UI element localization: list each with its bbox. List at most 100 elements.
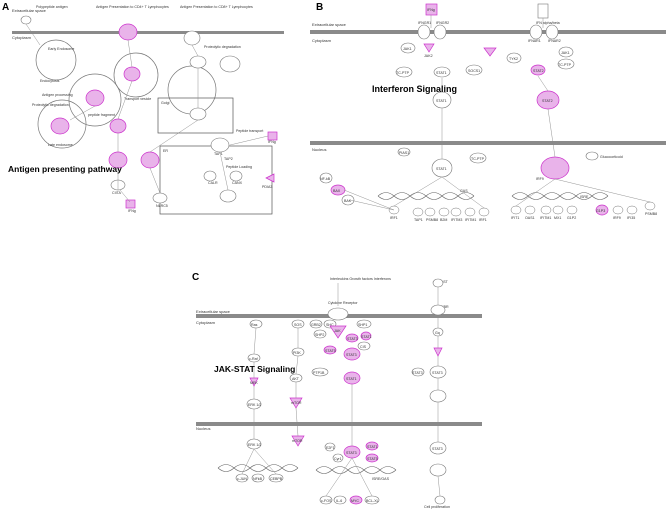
gas-label: GAS [460, 189, 468, 193]
gene-tap1-b [412, 207, 424, 217]
edge-c-21 [253, 448, 277, 475]
nlrc5-label: NLRC5 [156, 204, 168, 208]
edge-a-7 [149, 119, 199, 153]
stat1-dimer-c-label: STAT1 [346, 377, 357, 381]
ifn-alpha-beta-label: IFN alpha/beta [536, 21, 560, 25]
label-peptide-fragment: peptide fragment [88, 113, 115, 117]
edge-a-2 [127, 39, 133, 68]
panel-b-nucleus-label: Nucleus [312, 147, 326, 152]
tap1-label: TAP1 [214, 152, 223, 156]
gene-ifitm1 [540, 205, 552, 215]
stat3-dimer-c-label: STAT3 [346, 353, 357, 357]
proteasome-node [219, 55, 241, 73]
stat3-single-c2 [411, 367, 425, 377]
bak-label: BAK [344, 199, 352, 203]
label-proteolytic-degradation-b: Proteolytic degradation [204, 45, 241, 49]
gene-g1p2-label: G1P2 [567, 216, 576, 220]
gast-node [432, 278, 444, 288]
gene-ifi35 [626, 205, 638, 215]
ifnar1-label: IFNAR1 [528, 39, 541, 43]
panel-a-header-cd8: Antigen Presentation to CD8+ T Lymphocyt… [180, 5, 253, 9]
cis-node [357, 341, 371, 351]
dna-helix-c-right-2 [315, 466, 397, 474]
isre-label: ISRE [580, 195, 589, 199]
nfkb-c-label: NFkB [253, 477, 263, 481]
ifnar1-node [529, 24, 543, 40]
stat1-nuc-c-label: STAT1 [367, 445, 378, 449]
transport-vesicle-a [113, 52, 159, 98]
bak-node [341, 194, 355, 206]
cytokine-receptor-label: Cytokine Receptor [328, 301, 358, 305]
gene-ifitm1-b [464, 207, 476, 217]
stat2-cyt-label: STAT2 [533, 69, 544, 73]
stat3-nuc-dimer-c-label: STAT3 [346, 451, 357, 455]
jak1-b-node [400, 42, 416, 54]
stat1-cyt-node [433, 66, 451, 78]
stat3-ccp-label: STAT3 [432, 371, 443, 375]
stat3-nuc-c2-label: STAT3 [432, 447, 443, 451]
panel-a-letter: A [2, 2, 9, 13]
glucocorticoid-label: Glucocorticoid [600, 155, 623, 159]
gene-psmb8-b [424, 207, 436, 217]
shp2-node [313, 329, 327, 339]
jak-label-c: JAK [334, 329, 341, 333]
ptp1b-label: PTP1B [313, 371, 325, 375]
panel-a-title: Antigen presenting pathway [8, 164, 122, 174]
stat3-nuc-c2b [429, 463, 447, 477]
stat3-c-label: STAT3 [347, 337, 358, 341]
mtor-nuc-label: mTOR [292, 439, 303, 443]
cfos-label: c-FOS [321, 499, 332, 503]
panel-c: C Extracellular space Cytoplasm Nucleus … [192, 272, 482, 509]
edge-c-19 [351, 457, 373, 497]
early-endosome [35, 39, 77, 81]
stat1-c-node [360, 331, 372, 341]
g1p3-node [595, 204, 609, 216]
tc-ptp-b-label: TC-PTP [396, 71, 410, 75]
edge-c-9 [253, 327, 257, 355]
gene-oas1 [524, 205, 536, 215]
myc-node [349, 495, 363, 505]
ifngr2-label: IFNGR2 [436, 21, 449, 25]
mtor-cyt-label: mTOR [291, 401, 302, 405]
panel-a: A Extracellular space Cytoplasm Polypept… [2, 2, 284, 215]
edge-b-12 [343, 189, 395, 211]
isgf3-complex [540, 156, 570, 180]
il6-node [333, 495, 347, 505]
label-early-endosome: Early Endosome [48, 47, 74, 51]
shp1-node [356, 319, 372, 329]
mek-label: MEK [250, 381, 258, 385]
edge-c-18 [325, 457, 353, 497]
golgi-compartment [157, 97, 234, 134]
panel-c-title: JAK-STAT Signaling [214, 364, 295, 374]
tc-ptp-b-node [395, 66, 413, 78]
edge-b-9 [515, 178, 556, 207]
edge-a-8 [219, 151, 229, 191]
socs-jak-node [483, 47, 497, 57]
gene-mx1-label: MX1 [554, 216, 561, 220]
tap-node [210, 137, 230, 153]
jak-node-c2 [433, 347, 443, 357]
nfkb-c-node [251, 473, 265, 483]
edge-c-20 [241, 448, 255, 475]
dna-helix-c-left [217, 464, 299, 472]
isre-gas-label: ISRE/GAS [372, 477, 390, 481]
cell-proliferation-label: Cell proliferation [424, 505, 450, 509]
erk12-cyt-label: ERK 1/2 [248, 403, 261, 407]
polypeptide-node [20, 15, 32, 25]
jak1-b2-label: JAK1 [561, 51, 570, 55]
gq-label: Gq [435, 331, 440, 335]
ifng-top-node [425, 3, 438, 16]
calr-label: CALR [208, 181, 218, 185]
tyk2-label: TYK2 [509, 57, 518, 61]
label-transport-vesicle: Transport vesicle [124, 97, 151, 101]
jak2-node [423, 43, 435, 53]
cjun-label: c-JUN [237, 477, 247, 481]
gene-ifitm3-b-label: IFITM3 [451, 218, 462, 222]
gene-psmb8-label: PSMB8 [645, 212, 657, 216]
ifngr1-node [417, 24, 431, 40]
panel-b-cytoplasm-label: Cytoplasm [312, 38, 332, 43]
edge-c-16 [295, 407, 299, 437]
cis-label: CIS [360, 345, 367, 349]
panel-b-letter: B [316, 2, 323, 13]
